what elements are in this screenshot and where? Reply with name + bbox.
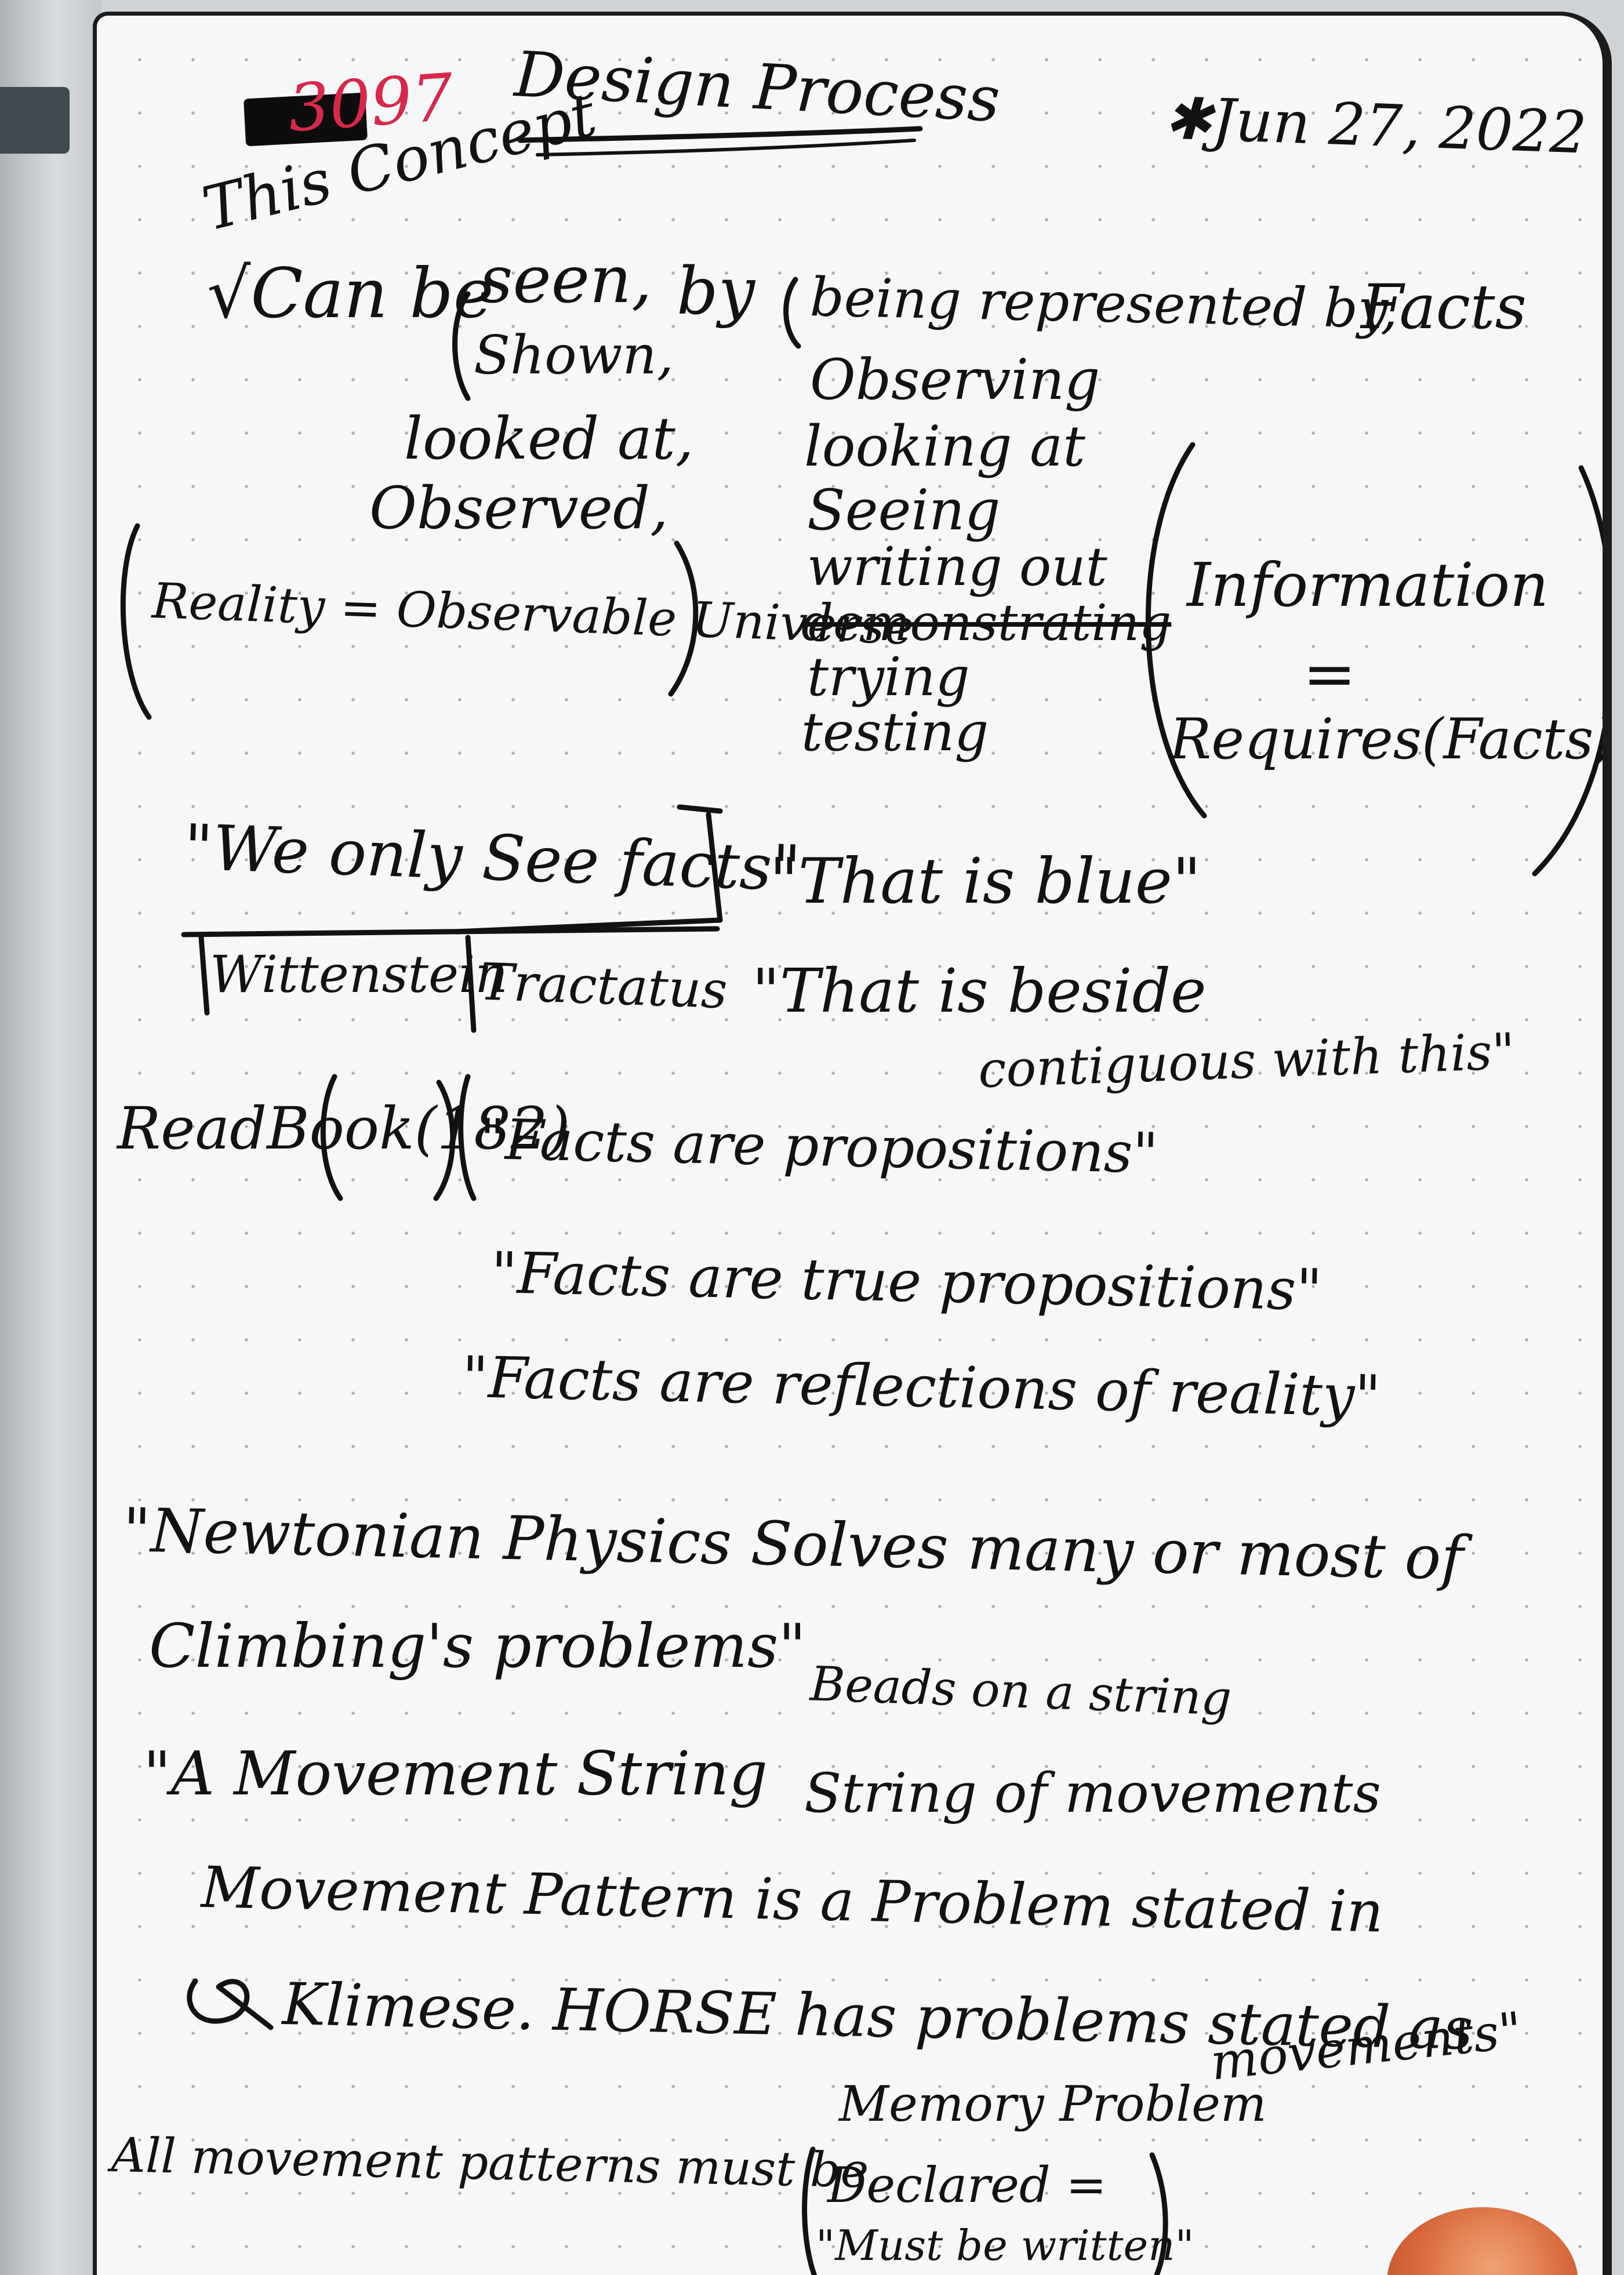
proposition-2: "Facts are true propositions" bbox=[490, 1240, 1323, 1324]
tractatus: Tractatus bbox=[478, 951, 729, 1020]
concept-facts: Facts bbox=[1361, 271, 1527, 343]
string-of-movements: String of movements bbox=[804, 1762, 1381, 1825]
page-date: ✱Jun 27, 2022 bbox=[1162, 84, 1588, 167]
reality-note: Reality = Observable Universe bbox=[151, 572, 915, 656]
proposition-1: "Facts are propositions" bbox=[478, 1107, 1159, 1186]
concept-shown: Shown, bbox=[474, 324, 674, 386]
notebook-page: 3097 Design Process ✱Jun 27, 2022 This C… bbox=[93, 12, 1612, 2275]
paren-reality-left bbox=[120, 523, 152, 720]
must-be-written: "Must be written" bbox=[816, 2221, 1194, 2270]
wittgenstein: Wittenstein bbox=[210, 944, 508, 1004]
information-label: Information bbox=[1187, 550, 1549, 620]
quote-that-is-beside: "That is beside bbox=[752, 955, 1207, 1026]
method-looking-at: looking at bbox=[804, 414, 1085, 479]
beads-on-string: Beads on a string bbox=[809, 1656, 1233, 1727]
information-requires: Requires(Facts) bbox=[1169, 707, 1612, 772]
all-movement-patterns: All movement patterns must be bbox=[111, 2128, 870, 2199]
movement-string: "A Movement String bbox=[143, 1738, 768, 1809]
newtonian-line-2: Climbing's problems" bbox=[149, 1611, 806, 1681]
thumb bbox=[1387, 2207, 1578, 2275]
method-trying: trying bbox=[807, 646, 970, 708]
declared: Declared = bbox=[827, 2157, 1107, 2214]
klimese-doodle bbox=[187, 1978, 274, 2030]
bookmark-tab bbox=[0, 87, 70, 154]
read-book: ReadBook(182) bbox=[117, 1095, 571, 1162]
paren-being bbox=[783, 277, 801, 349]
table-top-line bbox=[181, 926, 720, 937]
method-seeing: Seeing bbox=[807, 478, 1001, 543]
newtonian-line-1: "Newtonian Physics Solves many or most o… bbox=[122, 1495, 1465, 1594]
memory-problem: Memory Problem bbox=[839, 2076, 1267, 2132]
quote-contiguous: contiguous with this" bbox=[977, 1022, 1516, 1100]
box-top bbox=[677, 804, 723, 814]
table-left-line bbox=[198, 935, 210, 1016]
quote-we-only-see: "We only See facts" bbox=[183, 811, 802, 906]
movement-pattern: Movement Pattern is a Problem stated in bbox=[200, 1855, 1384, 1946]
method-writing-out: writing out bbox=[807, 536, 1107, 598]
paren-information-right bbox=[1532, 465, 1603, 877]
concept-observed: Observed, bbox=[369, 474, 669, 542]
concept-being-represented: being represented by, bbox=[809, 266, 1399, 341]
quote-that-is-blue: "That is blue" bbox=[769, 845, 1201, 918]
information-equals: = bbox=[1303, 637, 1357, 711]
concept-seen: seen, bbox=[479, 242, 652, 318]
method-demonstrating: demonstrating bbox=[801, 594, 1172, 652]
method-testing: testing bbox=[801, 701, 989, 763]
concept-looked-at: looked at, bbox=[404, 405, 694, 473]
concept-by: by bbox=[677, 254, 755, 329]
method-observing: Observing bbox=[810, 347, 1100, 412]
left-page-edge bbox=[0, 0, 101, 2275]
concept-can-be: √Can be bbox=[207, 253, 494, 333]
proposition-3: "Facts are reflections of reality" bbox=[461, 1344, 1382, 1430]
